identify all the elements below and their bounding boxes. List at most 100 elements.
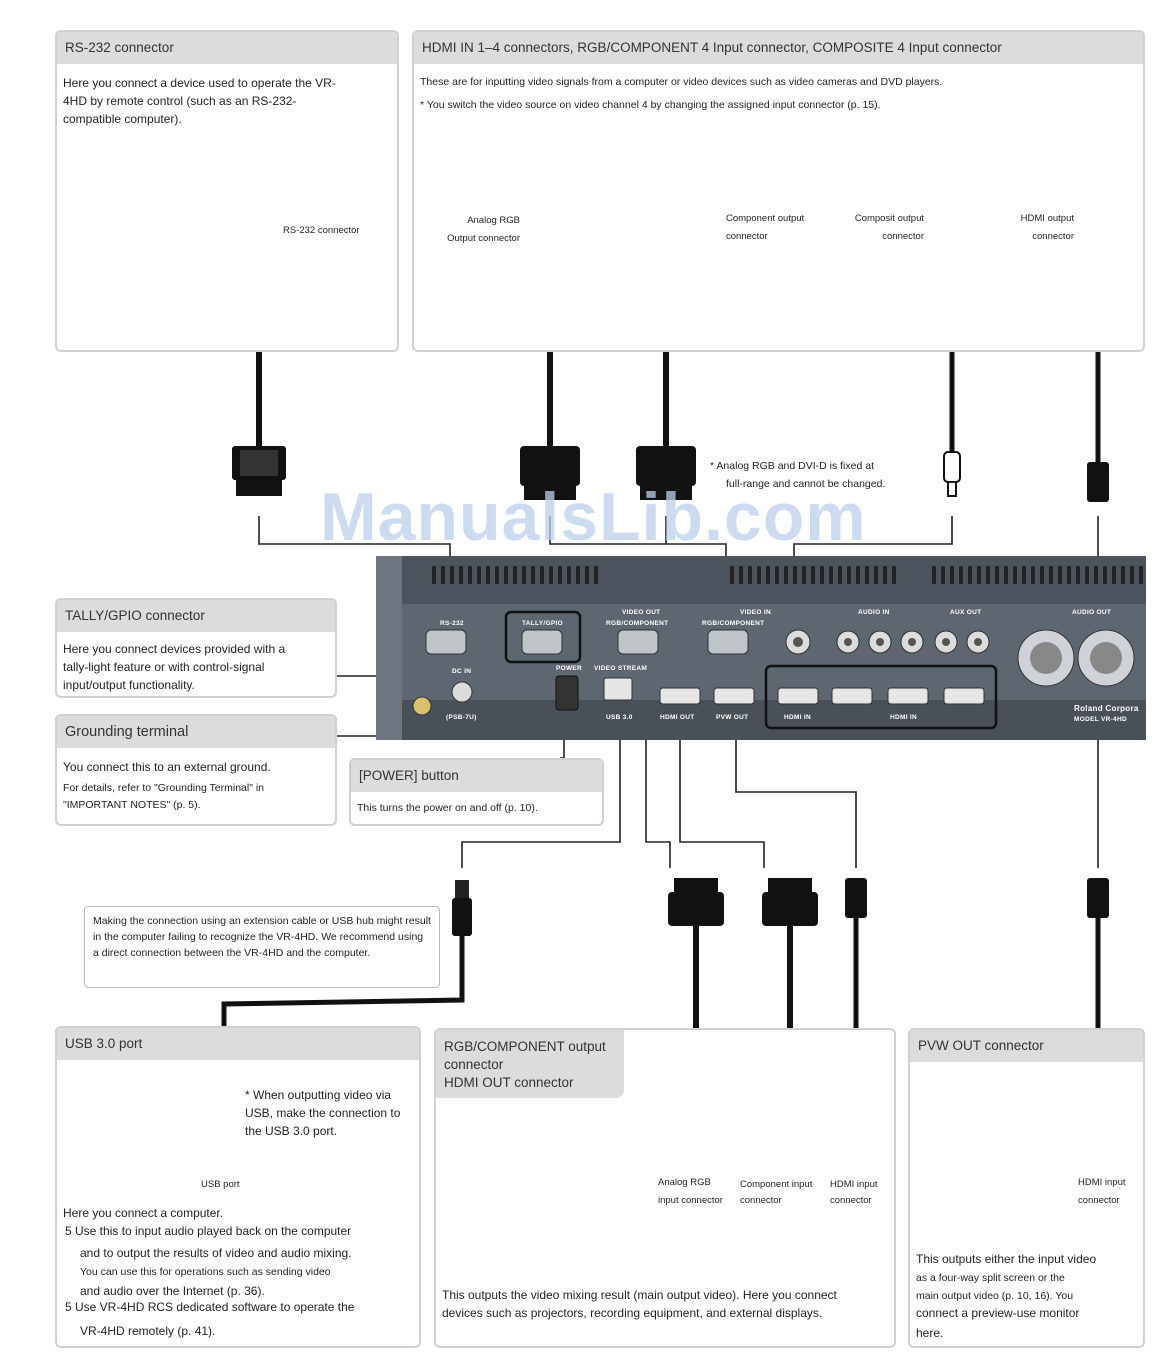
vent-slot [585,566,589,584]
hdmi-input-label-1: HDMI input [830,1179,878,1190]
vent-slot [558,566,562,584]
vent-slot [977,566,981,584]
vent-slot [959,566,963,584]
rs232-description: Here you connect a device used to operat… [63,76,336,126]
vent-slot [477,566,481,584]
hdmi-in-panel: HDMI IN 1–4 connectors, RGB/COMPONENT 4 … [412,30,1145,352]
vent-slot [820,566,824,584]
device-label-hdmi-out: HDMI OUT [660,714,695,721]
pvw-hdmi-label-2: connector [1078,1195,1120,1206]
device-label-audio-in: AUDIO IN [858,609,890,616]
pvw-panel: PVW OUT connector HDMI input connector T… [908,1028,1145,1348]
vent-slot [995,566,999,584]
hdmi-output-label-2: connector [1032,231,1074,242]
usb-port-label: USB port [201,1179,240,1190]
vent-slot [838,566,842,584]
vent-slot [504,566,508,584]
usb-intro: Here you connect a computer. [63,1206,224,1220]
vent-slot [1085,566,1089,584]
vent-slot [522,566,526,584]
hdmi-in-note: * You switch the video source on video c… [420,99,881,111]
vent-slot [757,566,761,584]
vent-slot [567,566,571,584]
rgb-out-title-line-1: RGB/COMPONENT output connector [444,1039,606,1072]
device-label-rs232: RS-232 [440,620,464,627]
vent-slot [932,566,936,584]
vent-slot [576,566,580,584]
device-label-power: POWER [556,665,583,672]
vent-slot [874,566,878,584]
vent-slot [847,566,851,584]
device-label-brand: Roland Corpora [1074,704,1139,713]
vent-slot [950,566,954,584]
device-label-audio-out: AUDIO OUT [1072,609,1112,616]
composite-output-label-2: connector [882,231,924,242]
analog-rgb-input-label-1: Analog RGB [658,1177,711,1188]
vent-slot [883,566,887,584]
rgb-out-title-line-2: HDMI OUT connector [444,1075,574,1090]
device-label-usb30: USB 3.0 [606,714,633,721]
hdmi-output-label-1: HDMI output [1020,213,1074,224]
vent-slot [531,566,535,584]
usb-panel: USB 3.0 port * When outputting video via… [55,1026,421,1348]
pvw-text-2: as a four-way split screen or the [916,1272,1065,1284]
analog-rgb-output-label-2: Output connector [447,233,520,244]
vent-slot [766,566,770,584]
analog-note-line-2: full-range and cannot be changed. [726,478,886,490]
vent-slot [1049,566,1053,584]
device-label-dc-in: DC IN [452,668,472,675]
device-label-rgb-comp-out: RGB/COMPONENT [606,620,669,627]
usb-item-1: 5 Use this to input audio played back on… [65,1224,352,1238]
usb-item-1b: and to output the results of video and a… [80,1246,352,1260]
device-label-pvw-out: PVW OUT [716,714,749,721]
vent-slot [1004,566,1008,584]
rgb-out-title: RGB/COMPONENT output connector HDMI OUT … [436,1030,624,1098]
vent-slot [513,566,517,584]
device-label-rgb-comp-in: RGB/COMPONENT [702,620,765,627]
analog-rgb-input-label-2: input connector [658,1195,723,1206]
component-input-label-2: connector [740,1195,782,1206]
vent-slot [784,566,788,584]
vent-slot [468,566,472,584]
vr4hd-rear-panel [376,556,1146,740]
tally-description: Here you connect devices provided with a… [63,642,286,692]
vent-slot [1040,566,1044,584]
vent-slot [811,566,815,584]
vent-slot [775,566,779,584]
vent-slot [1076,566,1080,584]
rgb-out-panel: RGB/COMPONENT output connector HDMI OUT … [434,1028,896,1348]
vent-slot [730,566,734,584]
tally-panel: TALLY/GPIO connector Here you connect de… [55,598,337,698]
rgb-out-description: This outputs the video mixing result (ma… [442,1288,837,1320]
grounding-description: You connect this to an external ground. [63,760,271,774]
vent-slot [459,566,463,584]
vent-slot [549,566,553,584]
usb-title: USB 3.0 port [57,1028,419,1060]
vent-slot [1022,566,1026,584]
vent-slot [739,566,743,584]
usb-item-1d: and audio over the Internet (p. 36). [80,1284,265,1298]
vent-slot [1031,566,1035,584]
device-label-psb: (PSB-7U) [446,714,477,721]
power-title: [POWER] button [351,760,602,792]
vent-slot [450,566,454,584]
vent-slot [486,566,490,584]
device-label-video-stream: VIDEO STREAM [594,665,648,672]
device-label-hdmi-in-4: HDMI IN [784,714,812,721]
vent-slot [1139,566,1143,584]
pvw-text-5: here. [916,1326,944,1340]
usb-item-2b: VR-4HD remotely (p. 41). [80,1324,216,1338]
device-label-video-out: VIDEO OUT [622,609,661,616]
device-label-model: MODEL VR-4HD [1074,716,1127,723]
device-label-tally: TALLY/GPIO [522,620,563,627]
vent-slot [1058,566,1062,584]
vent-slot [892,566,896,584]
vent-slot [432,566,436,584]
vent-slot [793,566,797,584]
pvw-text-3: main output video (p. 10, 16). You [916,1290,1074,1302]
vent-slot [495,566,499,584]
vent-slot [1112,566,1116,584]
vent-slot [986,566,990,584]
vent-slot [1013,566,1017,584]
device-label-video-in: VIDEO IN [740,609,771,616]
